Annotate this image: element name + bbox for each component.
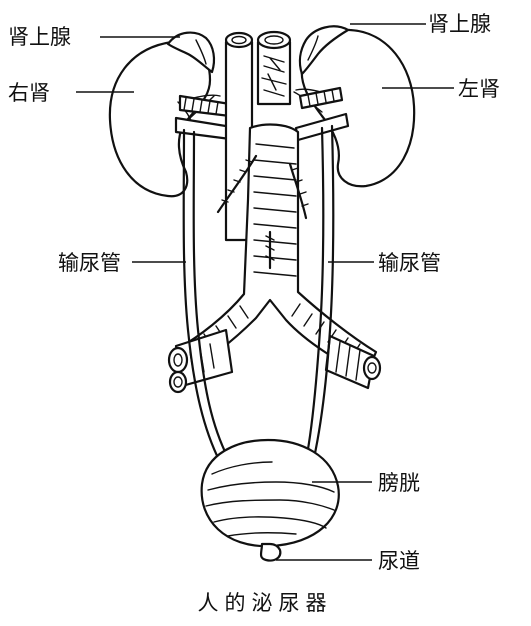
label-ureter-right: 输尿管: [58, 251, 121, 275]
aorta-drawing: [256, 30, 292, 106]
label-urethra: 尿道: [378, 549, 420, 573]
bladder-drawing: [200, 438, 340, 562]
label-kidney-left: 左肾: [458, 77, 500, 101]
label-adrenal-right: 肾上腺: [8, 25, 71, 49]
label-bladder: 膀胱: [378, 471, 420, 495]
iliac-ends-drawing: [167, 328, 382, 394]
label-ureter-left: 输尿管: [378, 251, 441, 275]
diagram-caption: 人的泌尿器: [198, 591, 333, 615]
ureters-drawing: [182, 124, 335, 464]
label-kidney-right: 右肾: [8, 81, 50, 105]
right-adrenal-drawing: [166, 31, 216, 74]
label-adrenal-left: 肾上腺: [428, 12, 491, 36]
left-adrenal-drawing: [298, 25, 350, 76]
leader-lines: [76, 23, 454, 561]
